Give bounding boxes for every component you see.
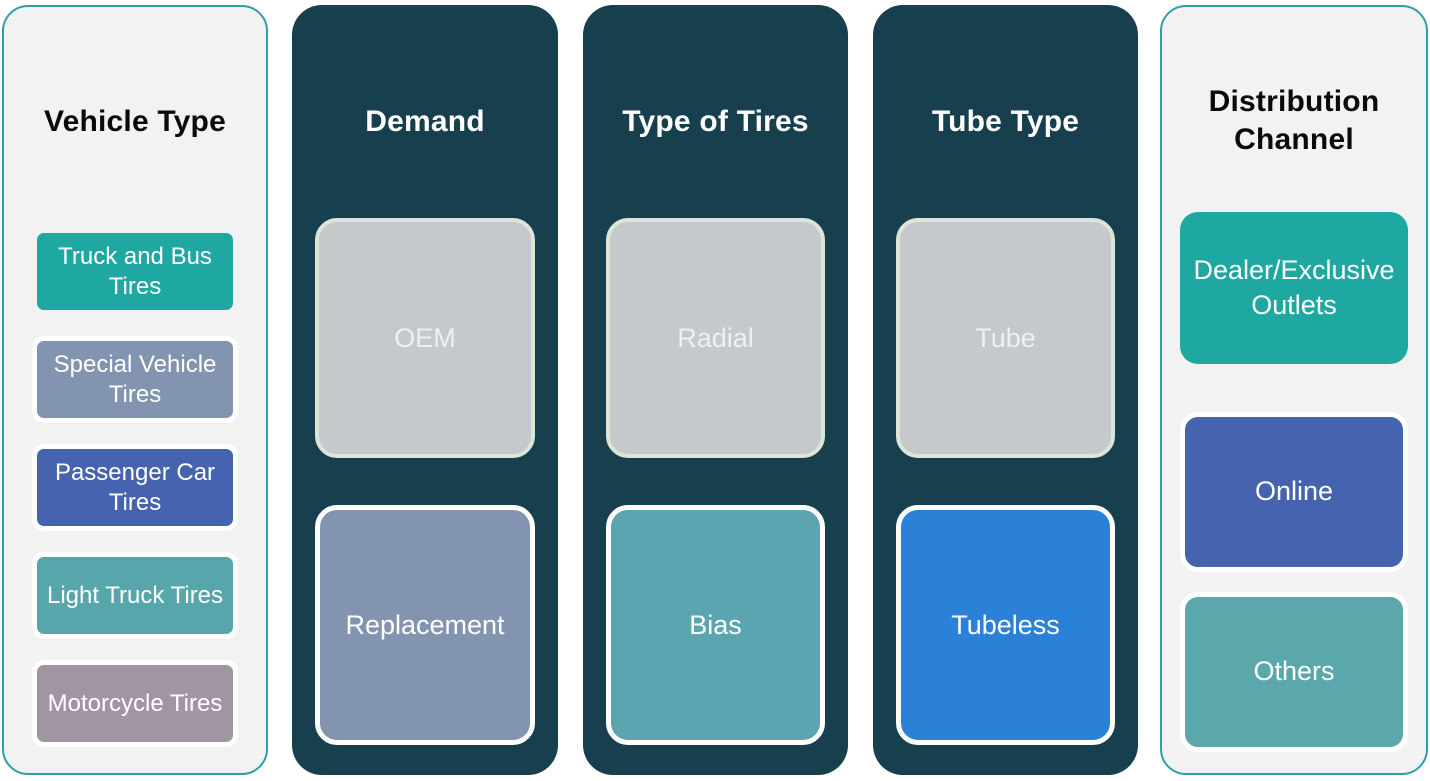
- box-tubeless: Tubeless: [896, 505, 1115, 745]
- chip-special-vehicle-tires: Special Vehicle Tires: [32, 336, 238, 423]
- column-distribution-channel: Distribution Channel Dealer/Exclusive Ou…: [1160, 5, 1428, 775]
- chip-passenger-car-tires: Passenger Car Tires: [32, 444, 238, 531]
- chip-truck-and-bus-tires: Truck and Bus Tires: [32, 228, 238, 315]
- demand-title: Demand: [365, 105, 485, 138]
- vehicle-type-title: Vehicle Type: [44, 105, 226, 138]
- chip-dealer-exclusive-outlets: Dealer/Exclusive Outlets: [1180, 212, 1408, 364]
- column-tube-type: Tube Type Tube Tubeless: [873, 5, 1138, 775]
- column-demand: Demand OEM Replacement: [292, 5, 558, 775]
- box-tube: Tube: [896, 218, 1115, 458]
- chip-motorcycle-tires: Motorcycle Tires: [32, 660, 238, 747]
- box-oem: OEM: [315, 218, 535, 458]
- type-of-tires-title: Type of Tires: [622, 105, 809, 138]
- box-replacement: Replacement: [315, 505, 535, 745]
- distribution-channel-title: Distribution Channel: [1208, 85, 1380, 156]
- vehicle-type-list: Truck and Bus Tires Special Vehicle Tire…: [32, 228, 238, 747]
- box-bias: Bias: [606, 505, 825, 745]
- chip-online: Online: [1180, 412, 1408, 572]
- column-type-of-tires: Type of Tires Radial Bias: [583, 5, 848, 775]
- chip-light-truck-tires: Light Truck Tires: [32, 552, 238, 639]
- box-radial: Radial: [606, 218, 825, 458]
- tube-type-title: Tube Type: [931, 105, 1080, 138]
- column-vehicle-type: Vehicle Type Truck and Bus Tires Special…: [2, 5, 268, 775]
- chip-others: Others: [1180, 592, 1408, 752]
